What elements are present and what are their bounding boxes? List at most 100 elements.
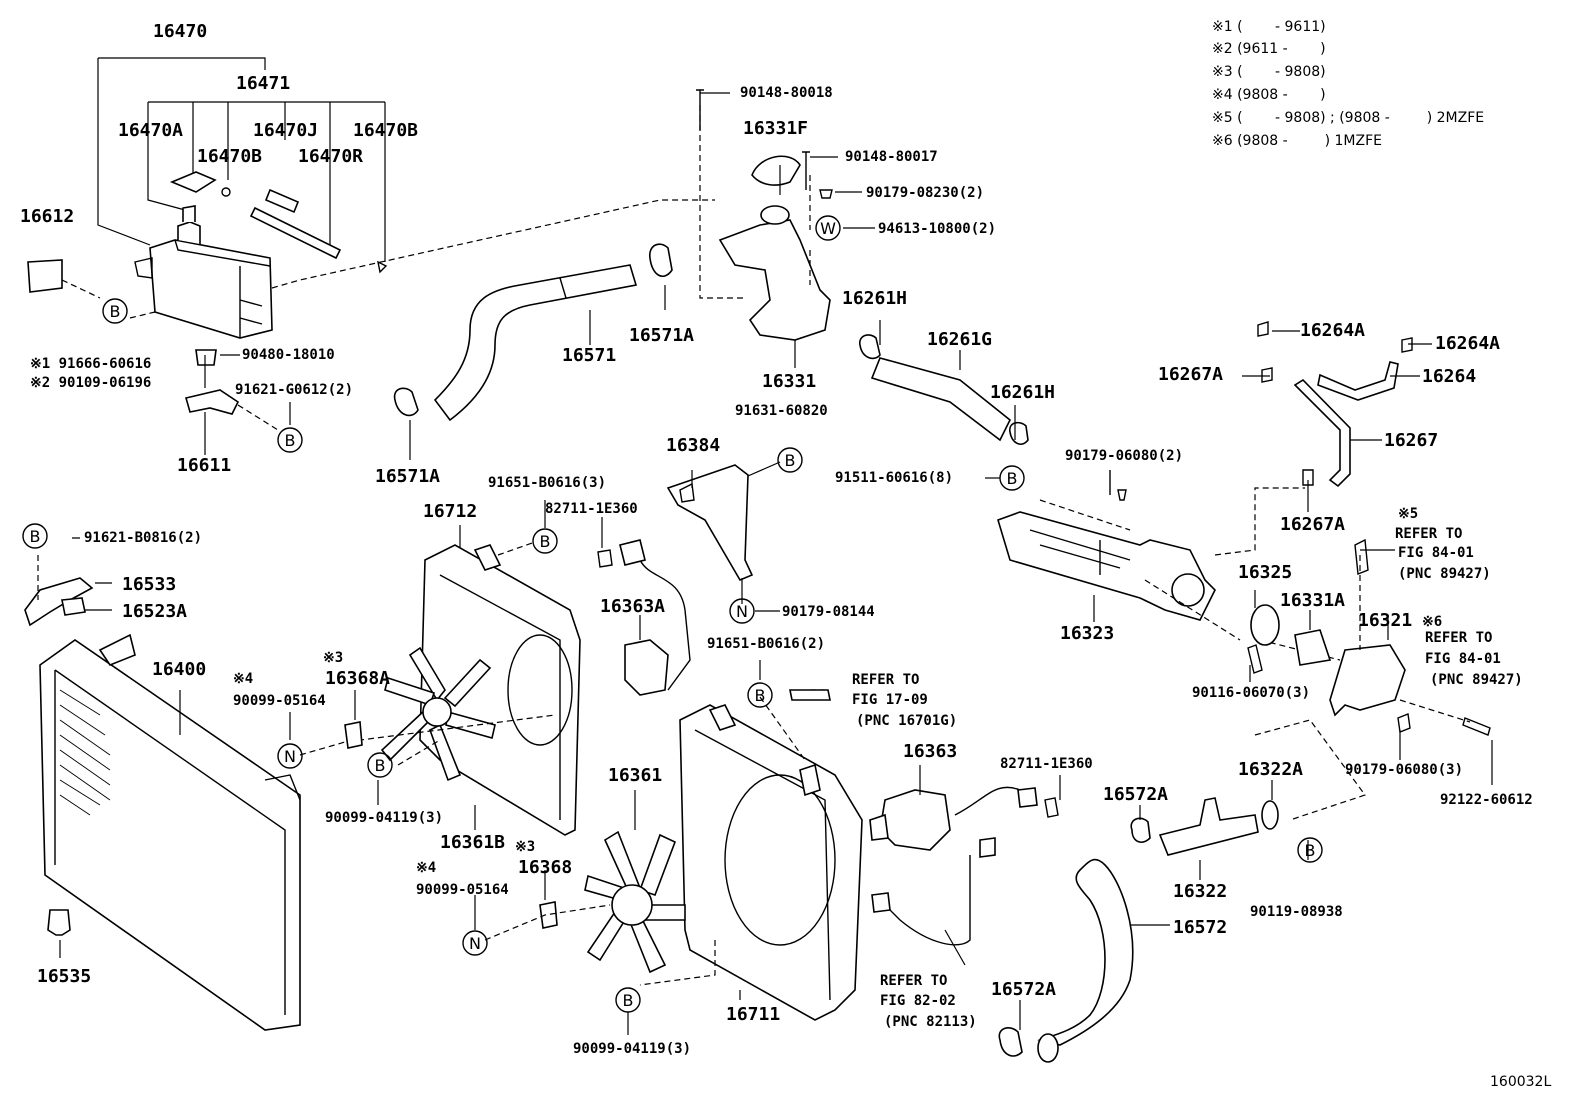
- radiator: [39, 639, 301, 1031]
- legend-line-2: ※2 (9611 - ): [1212, 41, 1326, 57]
- label-16712: 16712: [423, 501, 477, 522]
- label-16363A: 16363A: [600, 596, 665, 617]
- label-16571A-bottom: 16571A: [375, 466, 440, 487]
- label-16368: 16368: [518, 857, 572, 878]
- callout-b-8: B: [367, 752, 393, 778]
- svg-text:B: B: [110, 302, 121, 321]
- label-90148-80017: 90148-80017: [845, 149, 938, 165]
- svg-text:B: B: [785, 451, 796, 470]
- label-16470J: 16470J: [253, 120, 318, 141]
- svg-text:B: B: [1305, 841, 1316, 860]
- label-16470B-mid: 16470B: [197, 146, 262, 167]
- label-16322A: 16322A: [1238, 759, 1303, 780]
- svg-text:REFER TO: REFER TO: [880, 973, 947, 989]
- lower-radiator-hose: [1037, 858, 1134, 1046]
- label-16572: 16572: [1173, 917, 1227, 938]
- bypass-hose: [870, 357, 1012, 442]
- water-inlet-group: [997, 321, 1491, 1063]
- svg-text:FIG 82-02: FIG 82-02: [880, 993, 956, 1009]
- svg-text:W: W: [820, 219, 836, 238]
- svg-text:(PNC 89427): (PNC 89427): [1398, 566, 1491, 582]
- svg-text:B: B: [623, 991, 634, 1010]
- label-16267A-bottom: 16267A: [1280, 514, 1345, 535]
- label-16363: 16363: [903, 741, 957, 762]
- label-91631-60820: 91631-60820: [735, 403, 828, 419]
- reference-fig-17-09: REFER TO FIG 17-09 (PNC 16701G): [852, 672, 957, 729]
- svg-text:B: B: [285, 431, 296, 450]
- svg-text:FIG 84-01: FIG 84-01: [1398, 545, 1474, 561]
- reference-fig-82-02: REFER TO FIG 82-02 (PNC 82113): [880, 973, 977, 1030]
- callout-b-4: B: [999, 465, 1025, 491]
- legend-line-5: ※5 ( - 9808) ; (9808 - ) 2MZFE: [1212, 110, 1484, 126]
- svg-text:REFER TO: REFER TO: [852, 672, 919, 688]
- label-82711-1E360-bottom: 82711-1E360: [1000, 756, 1093, 772]
- label-16261H-bottom: 16261H: [990, 382, 1055, 403]
- label-16368-note: ※3: [515, 839, 535, 855]
- label-16322: 16322: [1173, 881, 1227, 902]
- label-16368A: 16368A: [325, 668, 390, 689]
- label-91651-B0616-2: 91651-B0616(2): [707, 636, 825, 652]
- label-16400: 16400: [152, 659, 206, 680]
- label-16325: 16325: [1238, 562, 1292, 583]
- label-91621-G0612: 91621-G0612(2): [235, 382, 353, 398]
- label-90179-08230: 90179-08230(2): [866, 185, 984, 201]
- label-16470B-right: 16470B: [353, 120, 418, 141]
- heater-hose-16267: [1293, 378, 1351, 488]
- label-16267: 16267: [1384, 430, 1438, 451]
- label-16267A-top: 16267A: [1158, 364, 1223, 385]
- water-outlet-housing: [718, 219, 831, 341]
- svg-text:(PNC 89427): (PNC 89427): [1430, 672, 1523, 688]
- upper-radiator-hose: [433, 264, 638, 422]
- label-16321: 16321: [1358, 610, 1412, 631]
- label-16323: 16323: [1060, 623, 1114, 644]
- fan-bracket-group: [666, 461, 781, 604]
- label-16470A: 16470A: [118, 120, 183, 141]
- label-16612: 16612: [20, 206, 74, 227]
- label-16264A-left: 16264A: [1300, 320, 1365, 341]
- fan-shroud-upper-group: [299, 539, 691, 836]
- label-90480-18010: 90480-18010: [242, 347, 335, 363]
- label-16331A: 16331A: [1280, 590, 1345, 611]
- label-90099-04119-bottom: 90099-04119(3): [573, 1041, 691, 1057]
- label-90148-80018: 90148-80018: [740, 85, 833, 101]
- label-16321-note: ※6: [1422, 614, 1442, 630]
- label-90179-08144: 90179-08144: [782, 604, 875, 620]
- callout-w: W: [815, 215, 841, 241]
- label-16384: 16384: [666, 435, 720, 456]
- svg-text:N: N: [284, 747, 296, 766]
- label-16611: 16611: [177, 455, 231, 476]
- callout-b-7: B: [747, 682, 773, 708]
- label-16264: 16264: [1422, 366, 1476, 387]
- label-16535: 16535: [37, 966, 91, 987]
- svg-text:REFER TO: REFER TO: [1395, 526, 1462, 542]
- leader-lines: [72, 92, 1493, 1035]
- legend-line-4: ※4 (9808 - ): [1212, 87, 1326, 103]
- label-16331: 16331: [762, 371, 816, 392]
- svg-text:REFER TO: REFER TO: [1425, 630, 1492, 646]
- callouts: B B W B B B B N B N B B N B: [22, 215, 1323, 1013]
- callout-b-5: B: [532, 528, 558, 554]
- legend: ※1 ( - 9611) ※2 (9611 - ) ※3 ( - 9808) ※…: [1212, 19, 1484, 149]
- legend-line-6: ※6 (9808 - ) 1MZFE: [1212, 133, 1382, 149]
- callout-b-9: B: [1297, 837, 1323, 863]
- label-16572A-bottom: 16572A: [991, 979, 1056, 1000]
- label-16571A-top: 16571A: [629, 325, 694, 346]
- label-90119-08938: 90119-08938: [1250, 904, 1343, 920]
- reference-fig-84-01-lower: REFER TO FIG 84-01 (PNC 89427): [1425, 630, 1523, 688]
- label-90099-05164-top-note: ※4: [233, 671, 253, 687]
- label-16470R: 16470R: [298, 146, 363, 167]
- callout-b-6: B: [22, 523, 48, 549]
- water-outlet: [1329, 644, 1406, 717]
- callout-b-10: B: [615, 987, 641, 1013]
- svg-text:B: B: [755, 686, 766, 705]
- label-91666-60616: ※1 91666-60616: [30, 356, 151, 372]
- svg-text:(PNC 16701G): (PNC 16701G): [856, 713, 957, 729]
- fan-16361B: [380, 646, 496, 782]
- diagram-id: 160032L: [1490, 1074, 1551, 1090]
- svg-text:B: B: [1007, 469, 1018, 488]
- label-16361: 16361: [608, 765, 662, 786]
- label-90179-06080-top: 90179-06080(2): [1065, 448, 1183, 464]
- radiator-fins: [59, 689, 111, 816]
- label-16368A-note: ※3: [323, 650, 343, 666]
